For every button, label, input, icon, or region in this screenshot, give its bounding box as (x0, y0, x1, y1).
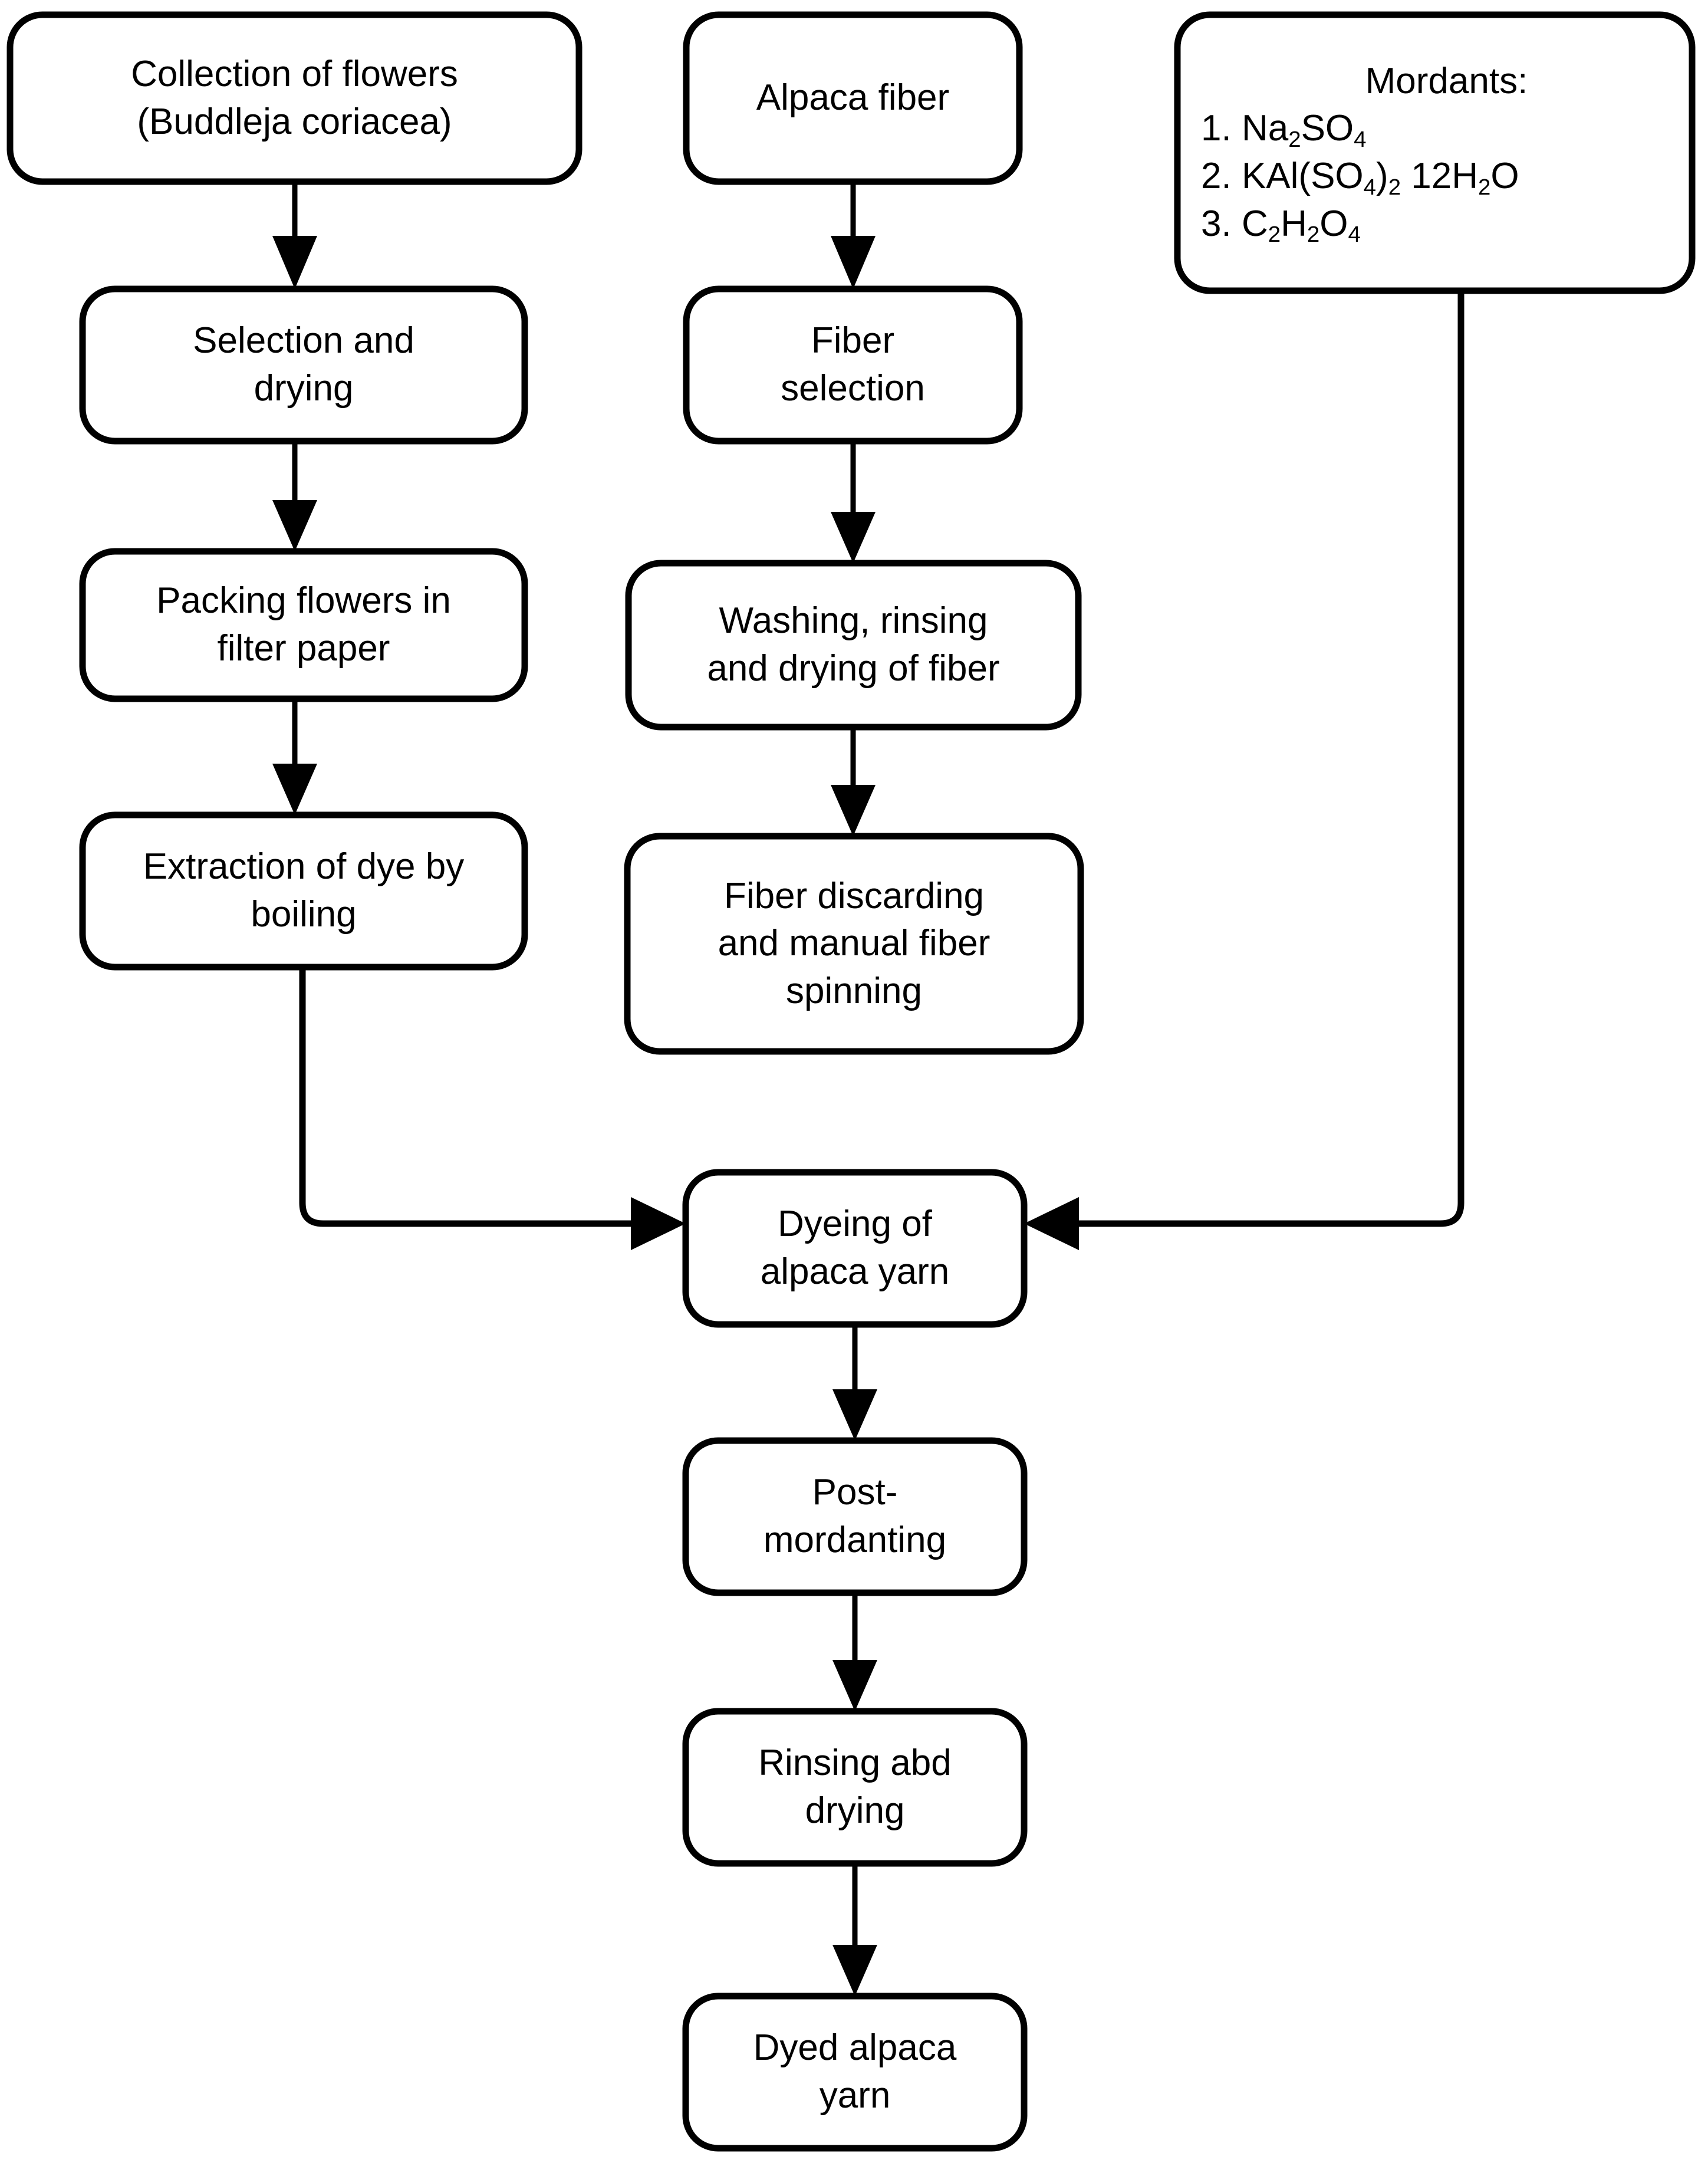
node-shape-mordants[interactable] (1174, 11, 1696, 294)
node-shape-fiber-selection[interactable] (683, 285, 1023, 445)
connector-dyeing-to-post-mordanting (832, 1324, 877, 1441)
node-shape-washing-rinsing-drying[interactable] (625, 560, 1082, 731)
connector-packing-to-extraction (272, 699, 317, 815)
connector-collection-to-selection (272, 182, 317, 289)
node-shape-dyed-alpaca-yarn[interactable] (682, 1993, 1028, 2152)
node-shape-collection-of-flowers[interactable] (6, 11, 583, 185)
connector-mordants-to-dyeing (1024, 291, 1465, 1250)
node-shape-packing-flowers[interactable] (79, 548, 528, 702)
node-shape-dyeing-of-alpaca-yarn[interactable] (682, 1169, 1028, 1328)
connector-extraction-to-dyeing (299, 967, 686, 1250)
connector-fiber-selection-to-washing (831, 441, 876, 563)
node-shape-fiber-discarding[interactable] (624, 833, 1084, 1055)
node-shape-rinsing-and-drying[interactable] (682, 1708, 1028, 1867)
node-shape-extraction-of-dye[interactable] (79, 811, 528, 971)
connector-selection-to-packing (272, 441, 317, 551)
node-shape-selection-and-drying[interactable] (79, 285, 528, 445)
connector-rinsing-to-dyed-yarn (832, 1863, 877, 1996)
connector-washing-to-discarding (831, 727, 876, 836)
connector-alpaca-fiber-to-fiber-selection (831, 182, 876, 289)
connector-post-mordanting-to-rinsing (832, 1593, 877, 1711)
node-shape-post-mordanting[interactable] (682, 1437, 1028, 1596)
node-shape-alpaca-fiber[interactable] (683, 11, 1023, 185)
